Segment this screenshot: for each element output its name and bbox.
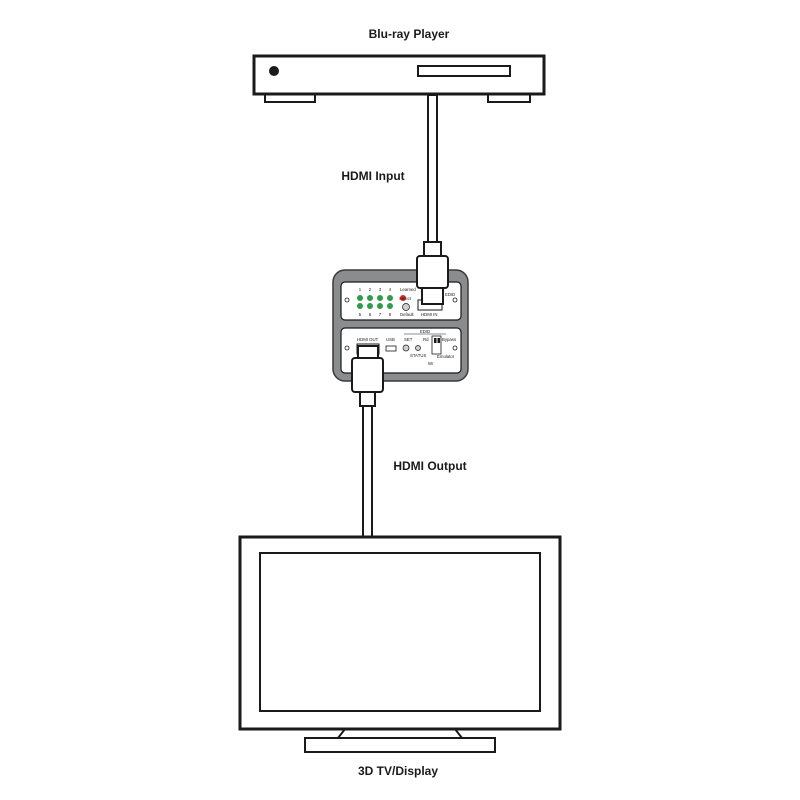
led-3 bbox=[377, 295, 383, 301]
display-label: 3D TV/Display bbox=[358, 764, 438, 778]
power-button-icon bbox=[269, 66, 279, 76]
usb-text: USB bbox=[386, 337, 395, 342]
led-num-5: 5 bbox=[359, 312, 362, 317]
bypass-text: Bypass bbox=[442, 337, 456, 342]
tv-screen bbox=[259, 552, 541, 712]
hdmi-output-connector bbox=[351, 345, 384, 407]
tv-base bbox=[304, 737, 496, 753]
led-4 bbox=[387, 295, 393, 301]
led-num-7: 7 bbox=[379, 312, 382, 317]
led-1 bbox=[357, 295, 363, 301]
rd-text: Rd bbox=[423, 337, 429, 342]
led-6 bbox=[367, 303, 373, 309]
bluray-player bbox=[252, 54, 546, 103]
hdmi-in-text: HDMI IN bbox=[421, 312, 437, 317]
led-5 bbox=[357, 303, 363, 309]
hdmi-input-label: HDMI Input bbox=[341, 169, 404, 183]
led-num-1: 1 bbox=[359, 287, 362, 292]
learned-text: Learned bbox=[400, 287, 416, 292]
emulator-text: Emulator bbox=[437, 354, 455, 359]
select-text: Select bbox=[399, 296, 412, 301]
status-led bbox=[415, 345, 421, 351]
led-2 bbox=[367, 295, 373, 301]
led-8 bbox=[387, 303, 393, 309]
default-text: Default bbox=[400, 312, 414, 317]
edid-top-text: EDID bbox=[445, 292, 455, 297]
learned-led bbox=[400, 295, 406, 301]
led-num-2: 2 bbox=[369, 287, 372, 292]
usb-port bbox=[385, 345, 397, 352]
hdmi-input-cable bbox=[423, 94, 442, 257]
edid-switch[interactable] bbox=[431, 335, 442, 355]
hdmi-input-connector bbox=[416, 255, 449, 305]
led-num-4: 4 bbox=[389, 287, 392, 292]
set-button[interactable] bbox=[402, 344, 410, 352]
edid-bottom-text: EDID bbox=[420, 329, 430, 334]
hdmi-out-text: HDMI OUT bbox=[357, 337, 379, 342]
status-text: STATUS bbox=[410, 353, 426, 358]
select-button[interactable] bbox=[402, 303, 410, 311]
bluray-label: Blu-ray Player bbox=[369, 27, 450, 41]
disc-tray-icon bbox=[417, 65, 511, 77]
wr-text: Wr bbox=[428, 361, 434, 366]
hdmi-output-cable bbox=[362, 405, 373, 539]
hdmi-output-label: HDMI Output bbox=[393, 459, 466, 473]
tv-display bbox=[238, 535, 562, 753]
set-text: SET bbox=[404, 337, 413, 342]
led-num-8: 8 bbox=[389, 312, 392, 317]
led-num-6: 6 bbox=[369, 312, 372, 317]
led-7 bbox=[377, 303, 383, 309]
led-num-3: 3 bbox=[379, 287, 382, 292]
